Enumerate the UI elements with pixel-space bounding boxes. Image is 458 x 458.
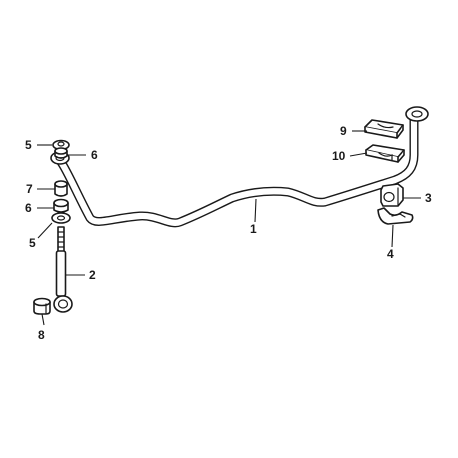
mount-clamp (377, 207, 414, 225)
callout-6-top: 6 (91, 148, 98, 162)
washer-bottom (51, 212, 71, 224)
stabilizer-bar (50, 106, 429, 228)
bushing-bottom (53, 198, 69, 213)
callout-4: 4 (387, 247, 394, 261)
callout-3: 3 (425, 191, 432, 205)
bushing-top (54, 147, 68, 159)
callout-7: 7 (26, 182, 33, 196)
drop-link (53, 226, 73, 313)
bracket-upper (364, 119, 404, 139)
leader-lines (37, 130, 421, 326)
callout-2: 2 (89, 268, 96, 282)
callout-5-bottom: 5 (29, 236, 36, 250)
callout-1: 1 (250, 222, 257, 236)
link-sleeve (33, 297, 51, 315)
mount-bushing (380, 183, 404, 207)
callout-8: 8 (38, 328, 45, 342)
spacer-sleeve (54, 180, 68, 197)
callout-9: 9 (340, 124, 347, 138)
callout-6-bottom: 6 (25, 201, 32, 215)
callout-5-top: 5 (25, 138, 32, 152)
callout-10: 10 (332, 149, 346, 163)
bracket-lower (365, 144, 405, 163)
